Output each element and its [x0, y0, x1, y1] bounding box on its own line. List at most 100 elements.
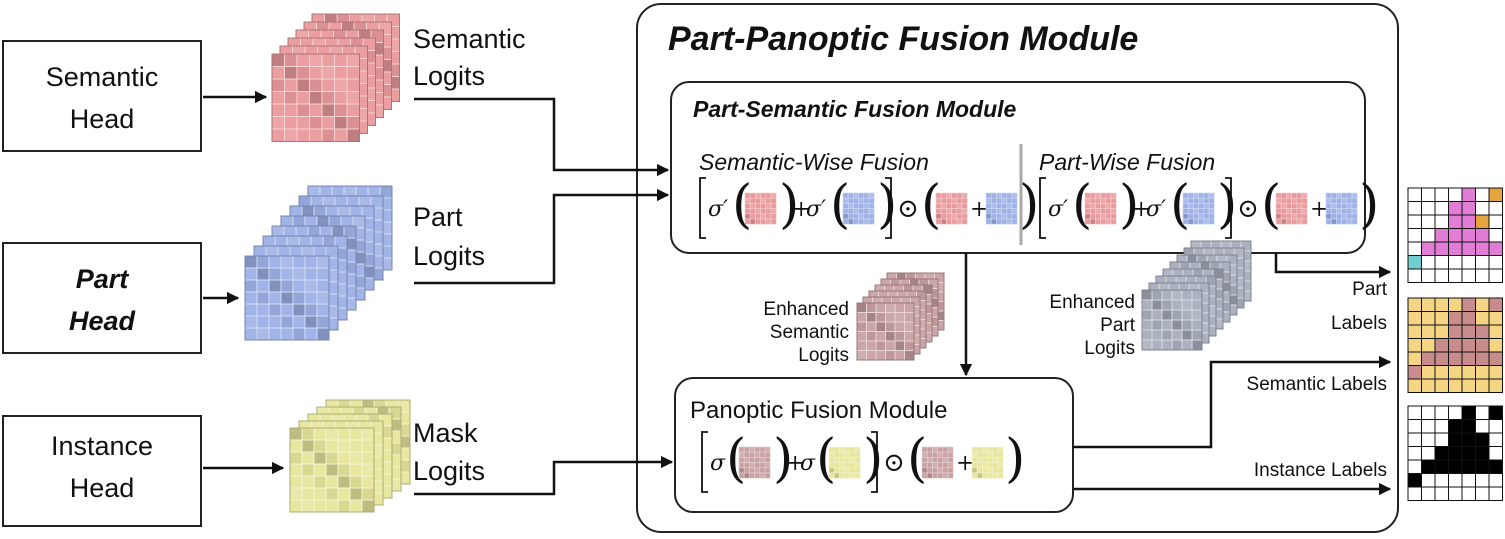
part-logit-cell	[244, 267, 258, 281]
semantic-label-cell	[1461, 338, 1476, 353]
pw-mini-1-cell	[1100, 213, 1107, 220]
pan-mini-2-cell	[854, 457, 861, 463]
instance-label-cell	[1421, 473, 1436, 488]
sw-mini-2-cell	[842, 218, 849, 225]
pan-mini-1-cell	[738, 457, 745, 463]
semantic-label-cell	[1488, 297, 1503, 312]
part-logit-cell	[256, 327, 270, 341]
mask-logit-cell	[313, 439, 327, 453]
pw-plus-1: +	[1132, 197, 1150, 222]
part-label-cell	[1475, 214, 1490, 229]
part-logit-cell	[268, 279, 282, 293]
pw-mini-1-cell	[1105, 197, 1112, 204]
pw-mini-3-cell	[1286, 213, 1292, 220]
part-label-cell	[1421, 255, 1436, 270]
part-logit-cell	[244, 255, 258, 269]
pw-mini-2-cell	[1198, 203, 1205, 209]
pw-mini-4-cell	[1341, 218, 1348, 225]
part-logit-cell	[304, 291, 318, 305]
pw-mini-2-cell	[1187, 213, 1194, 220]
pan-mini-3-cell	[921, 467, 928, 474]
pan-mini-1-cell	[743, 446, 750, 453]
enhanced-part-logit-cell	[1151, 329, 1163, 341]
sw-mini-2-cell	[863, 197, 870, 204]
mask-logits-line2: Logits	[413, 456, 485, 486]
pw-mini-2-cell	[1193, 197, 1199, 204]
pw-mini-3-cell	[1286, 203, 1292, 209]
part-logit-cell	[304, 315, 318, 329]
part-label-cell	[1421, 268, 1436, 283]
mask-logit-cell	[349, 499, 363, 513]
pw-mini-2-cell	[1203, 218, 1210, 225]
part-head-box	[2, 242, 202, 354]
enhanced-semantic-logit-cell	[866, 312, 877, 323]
pan-mini-3-cell	[932, 472, 938, 479]
pan-mini-3-cell	[932, 451, 938, 458]
sw-mini-3-cell	[951, 213, 958, 220]
pan-mini-3-cell	[942, 462, 949, 469]
enhanced-semantic-logit-cell	[866, 302, 877, 313]
part-logit-cell	[256, 291, 270, 305]
pan-mini-1-cell	[759, 446, 766, 453]
sw-mini-4-cell	[1006, 197, 1013, 204]
instance-head-line1: Instance	[51, 431, 153, 461]
pan-mini-2-cell	[828, 457, 835, 463]
semantic-logit-cell	[346, 53, 360, 67]
sw-mini-2-cell	[847, 203, 854, 209]
sw-paren-6: )	[1019, 175, 1039, 235]
enhanced-part-logit-cell	[1191, 309, 1203, 321]
sw-mini-4-cell	[990, 208, 997, 215]
sw-mini-1-cell	[744, 203, 751, 209]
pan-mini-1-cell	[749, 472, 755, 479]
semantic-label-cell	[1434, 365, 1449, 380]
pan-mini-2-cell	[854, 446, 861, 453]
semantic-logit-cell	[271, 78, 285, 92]
sw-mini-1-cell	[749, 192, 756, 199]
pw-mini-2-cell	[1203, 197, 1210, 204]
part-wise-formula: σ′()+σ′()⊙(+)	[1039, 175, 1379, 239]
pan-mini-3-cell	[921, 451, 928, 458]
sw-mini-2-cell	[853, 197, 859, 204]
semantic-logit-cell	[334, 78, 348, 92]
pw-mini-4-cell	[1336, 208, 1342, 215]
pw-mini-4-cell	[1341, 197, 1348, 204]
pw-mini-2-cell	[1182, 213, 1189, 220]
semantic-logit-cell	[309, 66, 323, 80]
semantic-label-cell	[1434, 378, 1449, 393]
sw-mini-3-cell	[935, 197, 942, 204]
pw-mini-3-cell	[1296, 218, 1303, 225]
sw-mini-2-cell	[847, 218, 854, 225]
instance-label-cell	[1421, 419, 1436, 434]
instance-label-cell	[1448, 486, 1463, 501]
pan-mini-3-cell	[926, 446, 933, 453]
sw-mini-4-cell	[1006, 218, 1013, 225]
pw-odot: ⊙	[1237, 194, 1259, 224]
sw-mini-3-cell	[951, 203, 958, 209]
instance-label-cell	[1461, 405, 1476, 420]
sw-mini-4-cell	[985, 203, 992, 209]
pan-mini-2-cell	[833, 472, 840, 479]
mask-logit-cell	[301, 499, 315, 513]
part-logit-cell	[280, 291, 294, 305]
sw-mini-2-cell	[858, 203, 865, 209]
pw-mini-3-cell	[1296, 197, 1303, 204]
sw-mini-2-cell	[863, 213, 870, 220]
sw-mini-3-cell	[946, 208, 952, 215]
part-logit-cell	[304, 327, 318, 341]
enhanced-semantic-logit-cell	[875, 302, 886, 313]
pan-mini-3-cell	[932, 446, 938, 453]
enhanced-part-logit-cell	[1181, 319, 1193, 331]
pan-mini-4-cell	[982, 446, 988, 453]
semantic-wise-fusion-label: Semantic-Wise Fusion	[699, 149, 929, 175]
semantic-label-cell	[1407, 365, 1422, 380]
pw-mini-2-cell	[1203, 208, 1210, 215]
pan-mini-4-cell	[976, 457, 983, 463]
sw-mini-3-cell	[956, 203, 963, 209]
sw-mini-2-cell	[842, 213, 849, 220]
enhanced-part-logit-cell	[1161, 329, 1173, 341]
pan-mini-1-cell	[754, 457, 761, 463]
pw-mini-2-cell	[1187, 218, 1194, 225]
semantic-label-cell	[1421, 324, 1436, 339]
part-label-cell	[1448, 241, 1463, 256]
instance-label-cell	[1434, 405, 1449, 420]
